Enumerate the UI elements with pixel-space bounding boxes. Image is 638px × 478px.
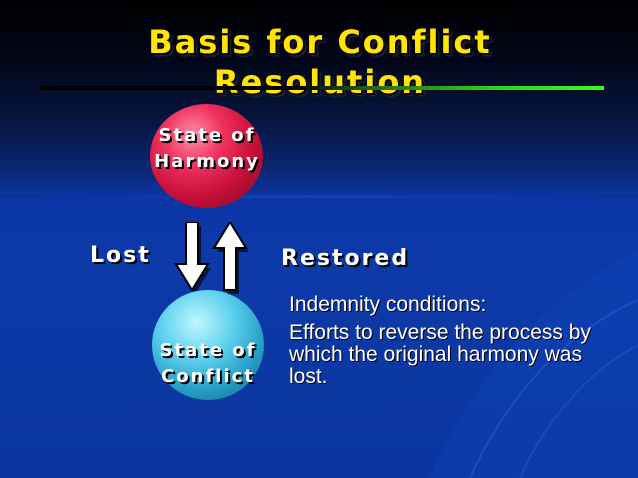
bullet-list: Indemnity conditions: Efforts to reverse…: [289, 294, 609, 394]
title-underline: [40, 86, 604, 90]
slide-title: Basis for Conflict Resolution: [148, 23, 492, 101]
conflict-ball: [152, 290, 264, 400]
harmony-ball-label: State of Harmony: [154, 125, 260, 172]
harmony-ball: [150, 104, 263, 208]
bullet-item: Indemnity conditions:: [289, 293, 487, 316]
arrow-down-icon: [174, 222, 211, 294]
arrow-up-icon: [212, 222, 249, 294]
restored-label: Restored: [281, 246, 410, 271]
conflict-ball-label: State of Conflict: [159, 340, 257, 387]
bullet-item: Efforts to reverse the process by which …: [289, 321, 591, 388]
header-band-edge: [0, 195, 638, 198]
lost-label: Lost: [90, 243, 151, 268]
